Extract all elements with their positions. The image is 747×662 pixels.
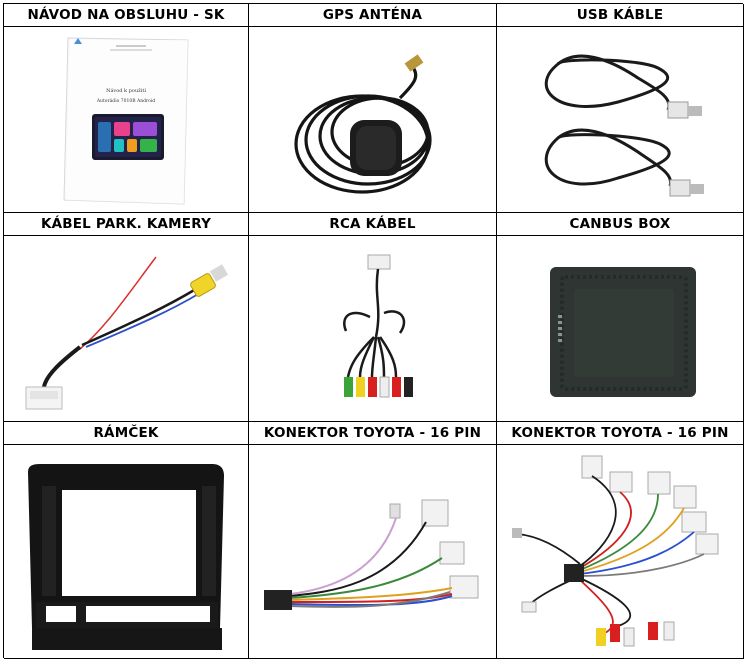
cell-usb-cables: [497, 27, 744, 213]
cell-rca-cable: [249, 236, 497, 422]
header-manual: NÁVOD NA OBSLUHU - SK: [4, 4, 249, 27]
cell-gps-antenna: [249, 27, 497, 213]
cell-frame: [4, 445, 249, 659]
usb-cables-image: [544, 54, 704, 196]
manual-subtitle: Autorádio 7010B Android: [96, 97, 155, 104]
parking-camera-cable-image: [25, 256, 229, 409]
manual-title: Návod k použití: [106, 87, 146, 94]
header-frame: RÁMČEK: [4, 422, 249, 445]
rca-cable-image: [342, 254, 413, 397]
header-canbus-box: CANBUS BOX: [497, 213, 744, 236]
accessories-table: NÁVOD NA OBSLUHU - SK GPS ANTÉNA USB KÁB…: [3, 3, 744, 659]
gps-antenna-image: [293, 53, 432, 194]
frame-image: [28, 463, 224, 650]
manual-booklet-image: Návod k použití Autorádio 7010B Android: [63, 36, 189, 205]
cell-toyota-connector-2: [497, 445, 744, 659]
header-toyota-connector-1: KONEKTOR TOYOTA - 16 PIN: [249, 422, 497, 445]
header-rca-cable: RCA KÁBEL: [249, 213, 497, 236]
header-usb-cables: USB KÁBLE: [497, 4, 744, 27]
cell-manual: Návod k použití Autorádio 7010B Android: [4, 27, 249, 213]
cell-toyota-connector-1: [249, 445, 497, 659]
header-parking-camera-cable: KÁBEL PARK. KAMERY: [4, 213, 249, 236]
cell-parking-camera-cable: [4, 236, 249, 422]
header-gps-antenna: GPS ANTÉNA: [249, 4, 497, 27]
canbus-box-image: [549, 266, 696, 397]
toyota-connector-image: [263, 499, 478, 610]
cell-canbus-box: [497, 236, 744, 422]
toyota-connector-bundle-image: [511, 455, 718, 646]
header-toyota-connector-2: KONEKTOR TOYOTA - 16 PIN: [497, 422, 744, 445]
